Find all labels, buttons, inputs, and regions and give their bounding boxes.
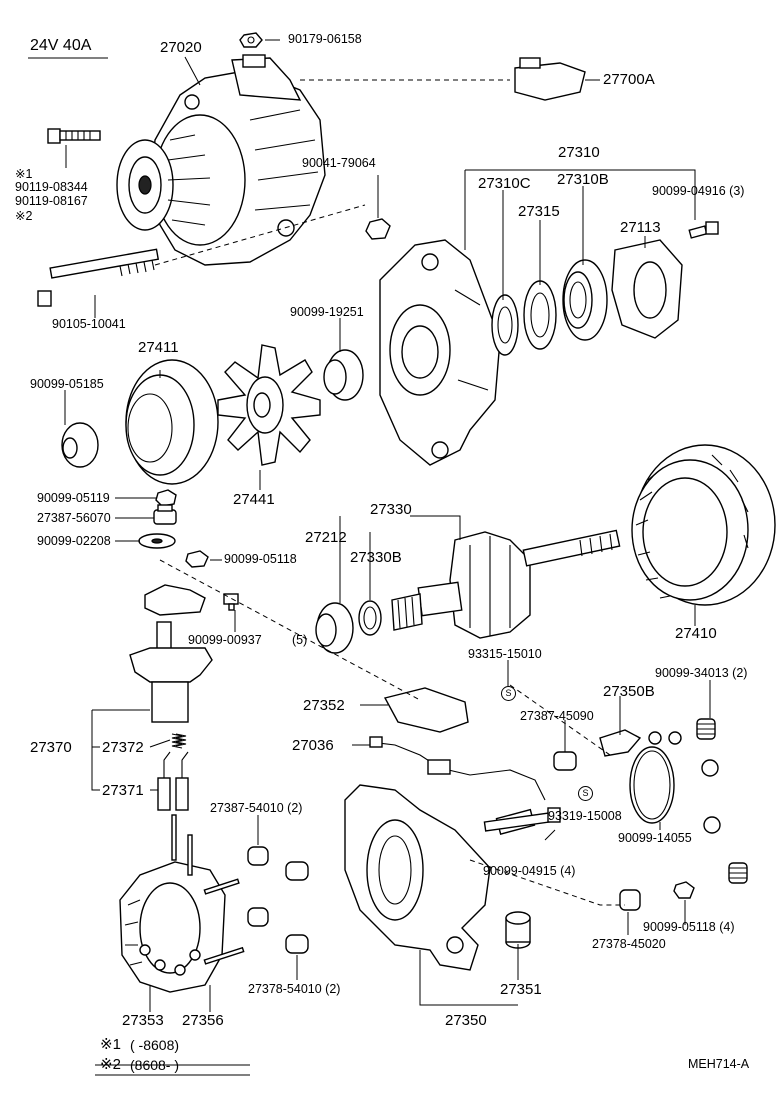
label-90099-02208: 90099-02208 [37, 534, 111, 548]
label-27350B: 27350B [603, 683, 655, 700]
note2-range: (8608- ) [130, 1057, 180, 1073]
label-93319-15008: 93319-15008 [548, 809, 622, 823]
label-90099-04915: 90099-04915 (4) [483, 864, 576, 878]
rectifier-27353 [119, 814, 245, 993]
rear-end-frame-27350 [344, 784, 491, 971]
nut-90179 [239, 32, 263, 48]
label-90099-14055: 90099-14055 [618, 831, 692, 845]
nut-90099-05118 [185, 550, 209, 568]
label-90179-06158: 90179-06158 [288, 32, 362, 46]
label-27410: 27410 [675, 625, 717, 642]
pulley-27411 [125, 359, 219, 485]
label-27372: 27372 [102, 739, 144, 756]
cover-27352 [383, 687, 469, 733]
label-27310B: 27310B [557, 171, 609, 188]
screw-90099-00937 [223, 593, 239, 611]
alternator-assembly [116, 54, 326, 266]
regulator-27700A [514, 57, 586, 101]
washer-90099-05185 [61, 422, 99, 468]
label-27212: 27212 [305, 529, 347, 546]
label-90041-79064: 90041-79064 [302, 156, 376, 170]
label-27020: 27020 [160, 39, 202, 56]
bushing-27387-56070 [153, 504, 177, 525]
label-90105-10041: 90105-10041 [52, 317, 126, 331]
rotor-27330 [391, 529, 621, 639]
bushing-27351 [505, 911, 531, 949]
note1-range: ( -8608) [130, 1037, 180, 1053]
label-90099-00937-qty: (5) [292, 633, 308, 647]
retainer-27113 [611, 239, 683, 339]
drive-end-frame [379, 239, 501, 466]
s-symbol-2: S [578, 786, 593, 801]
nut-90099-34013 [696, 718, 748, 884]
collar-27310C [491, 294, 519, 356]
brush-holder-27370 [129, 584, 213, 723]
long-bolt-90105 [37, 248, 160, 307]
brush-27371 [157, 751, 189, 811]
label-27371: 27371 [102, 782, 144, 799]
note2-mark: ※2 [100, 1056, 121, 1073]
label-27378-45020: 27378-45020 [592, 937, 666, 951]
cover-27315 [523, 280, 557, 350]
nut-90099-05118-4 [673, 881, 695, 899]
terminal-27350B [599, 729, 682, 757]
label-27330: 27330 [370, 501, 412, 518]
label-27310: 27310 [558, 144, 600, 161]
insulator-27378-54010 [285, 861, 309, 954]
label-90099-05118a: 90099-05118 [224, 552, 297, 566]
bolt-90099-04915 [483, 807, 561, 832]
label-27353: 27353 [122, 1012, 164, 1029]
label-27387-45090: 27387-45090 [520, 709, 594, 723]
bearing-27310B [562, 259, 608, 341]
label-mark1: ※1 [15, 167, 33, 181]
stator-27410 [631, 444, 776, 606]
through-bolt-90119 [47, 128, 101, 144]
reference-code: MEH714-A [688, 1057, 750, 1071]
fan-27441 [217, 344, 321, 466]
label-27310C: 27310C [478, 175, 531, 192]
spacer-90099-19251 [323, 349, 364, 401]
label-27378-54010: 27378-54010 (2) [248, 982, 341, 996]
label-27441: 27441 [233, 491, 275, 508]
label-27700A: 27700A [603, 71, 655, 88]
nut-90041 [365, 218, 391, 240]
label-27352: 27352 [303, 697, 345, 714]
s-symbol-1: S [501, 686, 516, 701]
label-90099-05185: 90099-05185 [30, 377, 104, 391]
label-27387-56070: 27387-56070 [37, 511, 111, 525]
label-27330B: 27330B [350, 549, 402, 566]
label-90099-05118b: 90099-05118 (4) [643, 920, 735, 934]
ring-27330B [358, 600, 382, 636]
label-27351: 27351 [500, 981, 542, 998]
label-27113: 27113 [620, 219, 661, 236]
label-27370: 27370 [30, 739, 72, 756]
label-27315: 27315 [518, 203, 560, 220]
label-90099-00937: 90099-00937 [188, 633, 262, 647]
label-27411: 27411 [138, 339, 179, 356]
label-27356: 27356 [182, 1012, 224, 1029]
label-mark2: ※2 [15, 209, 33, 223]
label-27350: 27350 [445, 1012, 487, 1029]
insulator-27387-45090 [553, 751, 577, 771]
spring-27372 [171, 733, 183, 749]
bearing-27212 [315, 602, 354, 654]
o-ring-90099-14055 [629, 746, 675, 824]
insulator-27378-45020 [619, 889, 641, 911]
label-27036: 27036 [292, 737, 334, 754]
screw-90099-04916 [688, 221, 719, 239]
spec-label: 24V 40A [30, 37, 92, 54]
note1-mark: ※1 [100, 1036, 121, 1053]
label-90099-19251: 90099-19251 [290, 305, 364, 319]
label-90119-08167: 90119-08167 [15, 194, 88, 208]
label-93315-15010: 93315-15010 [468, 647, 542, 661]
label-90099-34013: 90099-34013 (2) [655, 666, 748, 680]
label-90119-08344: 90119-08344 [15, 180, 88, 194]
label-90099-05119: 90099-05119 [37, 491, 110, 505]
nut-90099-05119 [155, 489, 177, 507]
insulator-27387-54010 [247, 846, 269, 927]
label-90099-04916: 90099-04916 (3) [652, 184, 745, 198]
label-27387-54010: 27387-54010 (2) [210, 801, 303, 815]
